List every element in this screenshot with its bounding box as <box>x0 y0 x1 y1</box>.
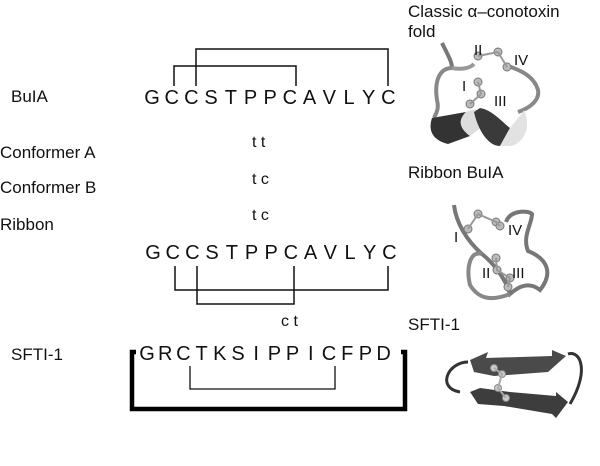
classic-roman-i: I <box>462 78 467 95</box>
label-bula: BuIA <box>11 87 48 106</box>
isomer-ribbon: t c <box>252 207 269 224</box>
residue: P <box>243 87 258 109</box>
classic-roman-ii: II <box>474 42 483 59</box>
residue: C <box>165 242 180 264</box>
ribbon-roman-iii: III <box>512 265 525 282</box>
residue: A <box>303 242 318 264</box>
residue: C <box>382 242 397 264</box>
residue: L <box>343 87 355 109</box>
cyclic-backbone-bracket <box>129 349 408 412</box>
residue: P <box>267 343 282 365</box>
classic-roman-iv: IV <box>514 52 529 69</box>
disulfide-ribbon-c3-c8 <box>196 266 295 305</box>
residue: T <box>224 87 237 109</box>
sfti-structure-title: SFTI-1 <box>408 315 460 334</box>
residue: C <box>176 343 191 365</box>
residue: C <box>321 343 337 365</box>
residue: P <box>263 87 277 109</box>
residue: T <box>225 242 238 264</box>
classic-fold-title: Classic α–conotoxin fold <box>408 2 560 41</box>
classic-fold-title-line1: Classic α–conotoxin <box>408 2 560 21</box>
residue: G <box>139 343 155 365</box>
residue: A <box>302 87 317 109</box>
residue: C <box>381 87 396 109</box>
ribbon-roman-i: I <box>454 229 459 246</box>
residue: Y <box>362 87 376 109</box>
residue: F <box>341 343 354 365</box>
ribbon-bula-structure <box>452 204 550 301</box>
residue: Y <box>363 242 377 264</box>
ribbon-roman-iv: IV <box>508 222 523 239</box>
disulfide-bula-c3-c13 <box>195 48 389 86</box>
isomer-sfti: c t <box>281 313 298 330</box>
disulfide-bula-c2-c8 <box>173 65 297 86</box>
ribbon-roman-ii: II <box>482 265 491 282</box>
residue: C <box>282 87 298 109</box>
residue: S <box>205 242 219 264</box>
label-conformer-a: Conformer A <box>0 143 96 162</box>
label-ribbon: Ribbon <box>0 215 54 234</box>
residue: I <box>253 343 259 365</box>
label-conformer-b: Conformer B <box>0 178 97 197</box>
sfti-structure <box>445 350 583 418</box>
residue: S <box>231 343 245 365</box>
residue: P <box>244 242 259 264</box>
residue: C <box>185 242 200 264</box>
classic-roman-iii: III <box>494 93 507 110</box>
residue: C <box>184 87 199 109</box>
ribbon-bula-title: Ribbon BuIA <box>408 163 504 182</box>
label-sfti: SFTI-1 <box>11 345 63 364</box>
residue: K <box>213 343 227 365</box>
disulfide-ribbon-c2-c13 <box>174 266 389 291</box>
residue: G <box>144 87 160 109</box>
residue: R <box>157 343 173 365</box>
residue: V <box>323 242 337 264</box>
residue: T <box>195 343 208 365</box>
residue: G <box>145 242 161 264</box>
isomer-conformer-a: t t <box>252 134 266 151</box>
residue: P <box>285 343 300 365</box>
residue: V <box>322 87 336 109</box>
residue: S <box>204 87 218 109</box>
isomer-conformer-b: t c <box>252 171 269 188</box>
residue: L <box>344 242 356 264</box>
residue: D <box>376 343 391 365</box>
classic-fold-structure <box>430 42 541 146</box>
residue: C <box>283 242 299 264</box>
residue: P <box>358 343 373 365</box>
residue: I <box>308 343 314 365</box>
residue: P <box>264 242 278 264</box>
residue: C <box>164 87 179 109</box>
disulfide-sfti-c3-c11 <box>189 366 336 390</box>
classic-fold-title-line2: fold <box>408 21 436 41</box>
